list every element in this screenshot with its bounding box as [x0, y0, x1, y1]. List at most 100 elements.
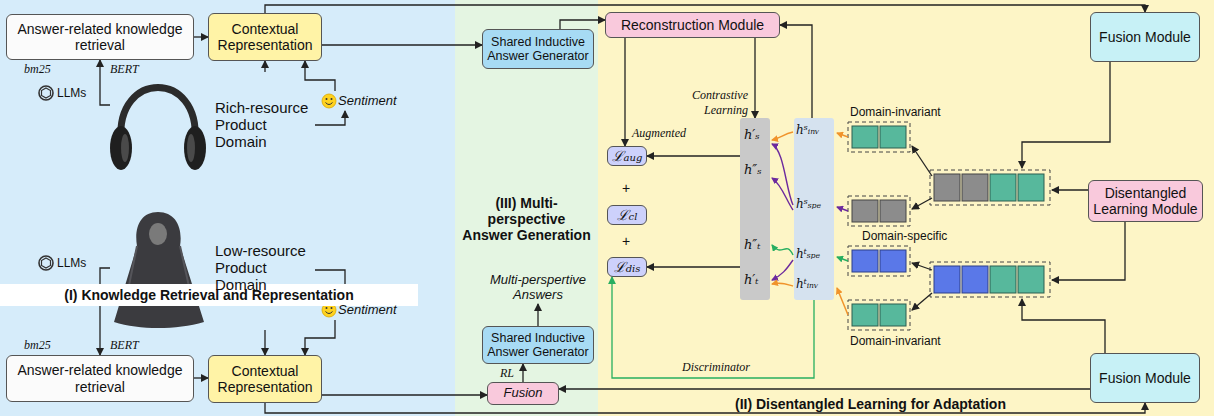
annotation: Domain-specific	[862, 229, 947, 243]
dashed-frame	[848, 196, 910, 226]
feature-block	[880, 200, 906, 222]
representation-column: h′ₛh″ₛh″ₜh′ₜ	[740, 118, 770, 300]
node-text: Answer-related knowledge retrieval	[11, 362, 189, 394]
combined-feature-bar	[930, 262, 1050, 297]
emoji-eye	[331, 98, 333, 100]
node-text: Reconstruction Module	[621, 17, 764, 33]
logo-ring	[39, 256, 53, 270]
feature-block	[852, 250, 878, 272]
method-tag: BERT	[110, 62, 139, 77]
node-text: hᵗₛₚₑ	[796, 248, 820, 262]
headphones-illustration	[110, 88, 206, 171]
node-text: hˢᵢₙᵥ	[796, 124, 820, 138]
method-tag: RL	[500, 366, 514, 381]
node-text: Contextual Representation	[213, 363, 317, 395]
connector	[780, 25, 812, 118]
llm-logo	[39, 256, 53, 270]
flow-arrow	[1052, 189, 1088, 190]
feature-pair	[848, 246, 910, 276]
feature-block	[962, 266, 988, 293]
feature-arrow	[837, 133, 848, 137]
flow-arrow	[912, 263, 932, 270]
emoji-face	[322, 94, 336, 108]
node-text: Fusion Module	[1099, 370, 1191, 386]
method-tag: BERT	[110, 338, 139, 353]
feature-block	[934, 174, 960, 201]
emoji-smile	[326, 103, 333, 105]
logo-hexagon	[42, 88, 51, 98]
annotation: Domain-invariant	[850, 105, 941, 119]
panel-background	[0, 0, 455, 416]
node-text: Contextual Representation	[213, 21, 317, 53]
feature-block	[880, 250, 906, 272]
feature-block	[880, 126, 906, 148]
node-text: h″ₛ	[744, 163, 762, 178]
node-text: Low-resource Product Domain	[215, 242, 315, 294]
connector	[522, 364, 523, 382]
feature-pair	[848, 196, 910, 226]
module-box: Disentangled Learning Module	[1088, 180, 1203, 222]
connector	[560, 20, 605, 29]
connector	[265, 403, 1145, 413]
flow-arrow	[1022, 62, 1110, 168]
flow-arrow	[912, 198, 932, 209]
feature-block	[962, 174, 988, 201]
generator-box: Shared Inductive Answer Generator	[482, 29, 594, 69]
retrieval-box: Answer-related knowledge retrieval	[6, 355, 194, 402]
logo-hexagon	[42, 258, 51, 268]
method-tag: bm25	[24, 338, 51, 353]
flow-arrow	[1052, 222, 1125, 280]
node-text: hᵗᵢₙᵥ	[796, 278, 818, 292]
dashed-frame	[848, 122, 910, 152]
method-tag: bm25	[24, 62, 51, 77]
ear-cup-highlight	[187, 134, 195, 162]
loss-box: ℒaug	[607, 146, 647, 166]
loss-box: ℒdis	[607, 257, 647, 277]
ear-cup	[110, 126, 132, 170]
llm-logo	[39, 86, 53, 100]
connector	[100, 268, 110, 355]
edge-label: Discriminator	[680, 360, 752, 375]
node-text: Disentangled Learning Module	[1093, 185, 1198, 217]
contrast-arrow	[772, 144, 793, 205]
feature-block	[1018, 174, 1044, 201]
headband	[121, 88, 195, 141]
logo-ring	[39, 86, 53, 100]
node-text: aug	[624, 152, 643, 164]
ear-cup-highlight	[121, 134, 129, 162]
combined-feature-bar	[930, 170, 1050, 205]
representation-box: Contextual Representation	[208, 13, 322, 61]
poncho-body	[114, 212, 204, 328]
fusion-box: Fusion	[487, 382, 559, 405]
connector	[194, 377, 208, 378]
node-text: Rich-resource Product Domain	[215, 99, 315, 151]
dashed-frame	[930, 170, 1050, 205]
dashed-frame	[930, 262, 1050, 297]
node-text: dis	[626, 263, 641, 275]
connector	[264, 330, 265, 355]
section-title: (III) Multi-perspective Answer Generatio…	[461, 195, 592, 243]
feature-block	[934, 266, 960, 293]
feature-arrow	[837, 288, 848, 315]
node-text: h′ₜ	[744, 273, 759, 288]
node-text: cl	[629, 211, 638, 223]
feature-block	[852, 304, 878, 326]
emoji-eye	[326, 98, 328, 100]
annotation: Contrastive Learning	[660, 88, 748, 118]
loss-box: ℒcl	[607, 205, 647, 225]
node-text: h′ₛ	[744, 128, 760, 143]
connector	[305, 61, 335, 91]
node-text: Fusion Module	[1099, 29, 1191, 45]
ear-cup	[184, 126, 206, 170]
connector	[647, 155, 740, 156]
sentiment-emoji	[322, 94, 336, 108]
connector	[559, 388, 1090, 389]
node-text: Sentiment	[338, 303, 397, 318]
section-title: (II) Disentangled Learning for Adaptatio…	[735, 396, 1006, 412]
flow-arrow	[912, 146, 932, 176]
poncho-illustration	[114, 212, 204, 328]
connector	[264, 61, 265, 72]
node-text: Fusion	[503, 386, 542, 401]
module-box: Fusion Module	[1090, 353, 1200, 403]
